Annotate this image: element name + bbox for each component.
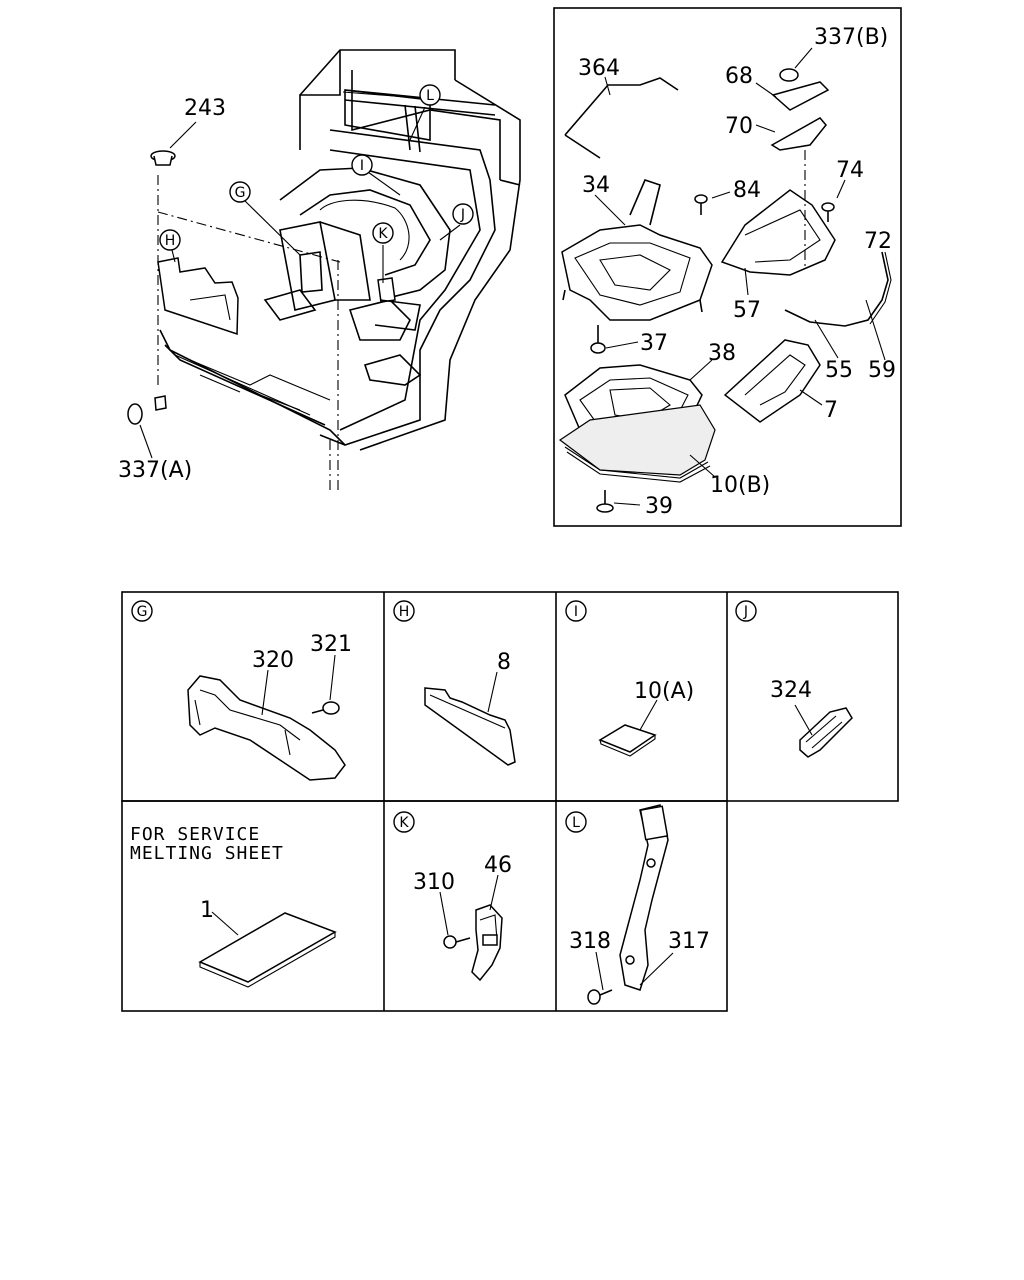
detail-l-badge [565,811,587,833]
detail-l: L 318 317 [565,804,710,1005]
detail-h-letter: H [399,604,410,620]
detail-ref-g [229,181,251,203]
service-note-line1: FOR SERVICE [130,824,260,845]
callout-10a: 10(A) [634,679,694,704]
callout-7: 7 [824,398,838,423]
detail-ref-h [159,229,181,251]
main-floor-view: H G I J K L 243 337(A) [118,49,521,490]
exploded-view: 364 337(B) 68 70 34 84 74 72 57 37 55 59… [553,7,902,527]
detail-i: I 10(A) [565,600,694,757]
detail-ref-h-text: H [165,233,176,249]
part-1-sheet [198,912,337,983]
callout-310: 310 [413,870,455,895]
detail-i-letter: I [574,604,578,620]
detail-k: K 310 46 [393,811,512,982]
part-57-bracket [720,189,836,276]
callout-55: 55 [825,358,853,383]
part-10a-sheet [598,724,657,753]
callout-46: 46 [484,853,512,878]
detail-g: G 320 321 [131,600,352,781]
callout-337a: 337(A) [118,458,192,483]
detail-k-letter: K [399,815,409,831]
callout-74: 74 [836,158,864,183]
callout-57: 57 [733,298,761,323]
callout-37: 37 [640,331,668,356]
callout-364: 364 [578,56,620,81]
detail-ref-k [372,222,394,244]
detail-i-badge [565,600,587,622]
detail-ref-i-text: I [360,158,364,174]
detail-g-letter: G [137,604,148,620]
detail-h: H 8 [393,600,516,766]
callout-39: 39 [645,494,673,519]
detail-ref-k-text: K [378,226,388,242]
callout-68: 68 [725,64,753,89]
part-324-clip [799,707,853,758]
callout-84: 84 [733,178,761,203]
callout-59: 59 [868,358,896,383]
callout-8: 8 [497,650,511,675]
detail-j: J 324 [735,600,853,758]
callout-38: 38 [708,341,736,366]
exploded-view-frame [553,7,902,527]
service-note-line2: MELTING SHEET [130,843,284,864]
callout-317: 317 [668,929,710,954]
detail-ref-i [351,154,373,176]
detail-j-badge [735,600,757,622]
detail-ref-l-text: L [426,88,434,104]
detail-k-badge [393,811,415,833]
callout-72: 72 [864,229,892,254]
detail-j-letter: J [743,604,748,620]
detail-ref-g-text: G [235,185,246,201]
callout-10b: 10(B) [710,473,770,498]
detail-l-letter: L [572,815,580,831]
callout-70: 70 [725,114,753,139]
detail-service: FOR SERVICE MELTING SHEET 1 [130,824,337,988]
callout-337b: 337(B) [814,25,888,50]
part-320-bracket [187,675,346,781]
part-7-panel [723,339,821,423]
callout-324: 324 [770,678,812,703]
callout-321: 321 [310,632,352,657]
callout-318: 318 [569,929,611,954]
detail-ref-j-text: J [460,207,465,223]
part-34-frame [561,224,713,321]
part-317-bar [619,804,669,991]
detail-h-badge [393,600,415,622]
callout-320: 320 [252,648,294,673]
part-364-rod [564,77,679,136]
detail-ref-j [452,203,474,225]
detail-grid [121,591,899,1012]
callout-34: 34 [582,173,610,198]
part-8-panel [424,687,516,766]
callout-243: 243 [184,96,226,121]
detail-ref-l [419,84,441,106]
callout-1: 1 [200,898,214,923]
detail-g-badge [131,600,153,622]
